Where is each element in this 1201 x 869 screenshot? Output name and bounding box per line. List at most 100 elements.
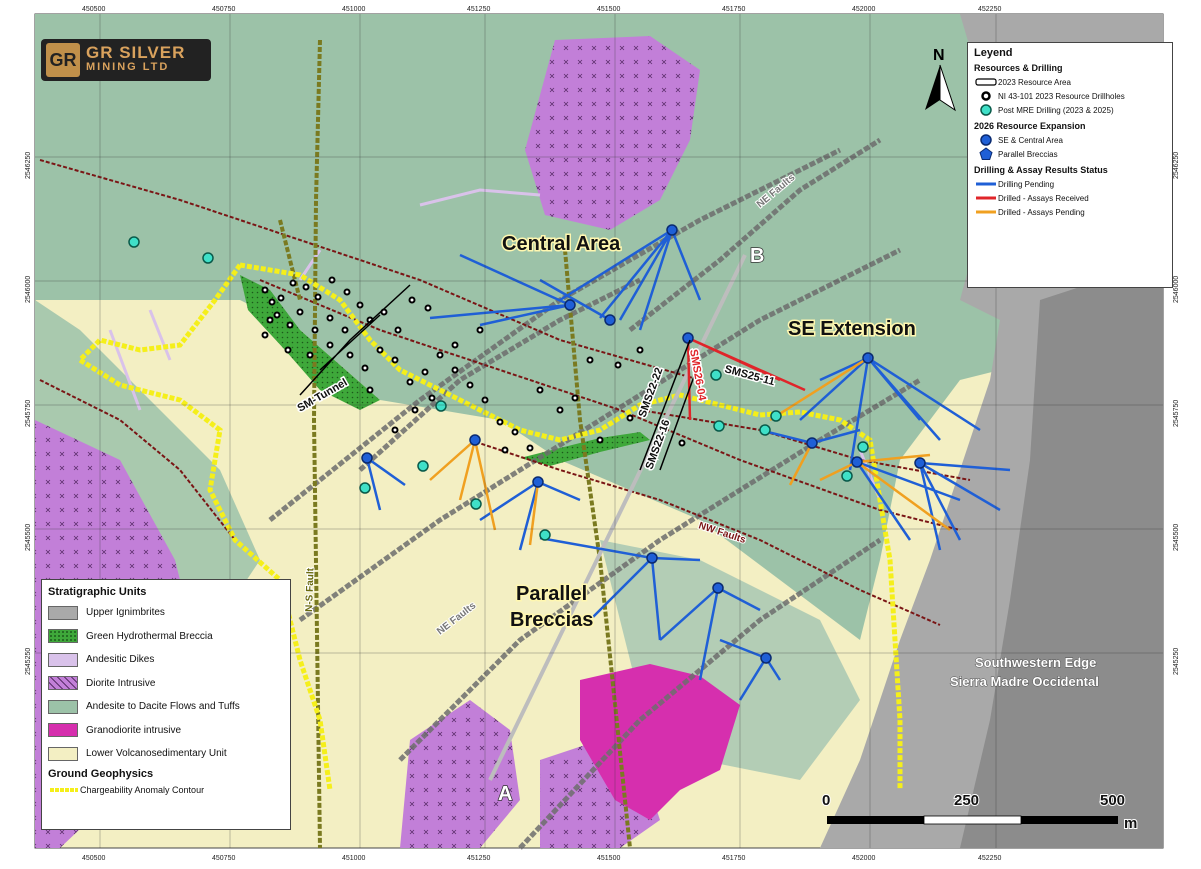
easting-label-bottom: 451250 [467, 855, 490, 862]
easting-label-top: 450750 [212, 6, 235, 13]
easting-label-bottom: 451000 [342, 855, 365, 862]
strat-unit-swatch [48, 699, 78, 714]
legend-item-chargeability: Chargeability Anomaly Contour [50, 784, 205, 795]
easting-label-bottom: 450500 [82, 855, 105, 862]
logo-mark: GR [46, 43, 80, 77]
label-section-b: B [750, 245, 764, 267]
easting-label-top: 452000 [852, 6, 875, 13]
easting-label-top: 451500 [597, 6, 620, 13]
strat-unit-label: Andesitic Dikes [86, 654, 155, 666]
scale-label-500: 500 [1100, 792, 1125, 809]
scale-label-0: 0 [822, 792, 830, 809]
legend-item-resource-area: 2023 Resource Area [974, 75, 1166, 89]
northing-label-left: 2545500 [25, 524, 32, 551]
geophysics-title: Ground Geophysics [48, 767, 154, 780]
strat-unit-row: Upper Ignimbrites [48, 601, 284, 625]
easting-label-top: 451250 [467, 6, 490, 13]
legend-item-se-central: SE & Central Area [974, 133, 1166, 147]
northing-label-left: 2546000 [25, 276, 32, 303]
section-line-ab [488, 254, 747, 781]
legend-item-drilling-pending: Drilling Pending [976, 179, 1055, 189]
strat-unit-label: Upper Ignimbrites [86, 607, 165, 619]
logo-line2: MINING LTD [86, 61, 170, 73]
label-section-a: A [498, 783, 512, 805]
strat-unit-row: Green Hydrothermal Breccia [48, 625, 284, 649]
strat-unit-swatch [48, 605, 78, 620]
easting-label-top: 450500 [82, 6, 105, 13]
unit-andesitic-dikes [108, 188, 882, 501]
chargeability-contour [76, 262, 903, 791]
unit-green-breccia [240, 275, 380, 410]
label-breccias: Breccias [510, 609, 593, 631]
strat-unit-swatch [48, 629, 78, 644]
strat-unit-row: Granodiorite intrusive [48, 719, 284, 743]
strat-unit-swatch [48, 676, 78, 691]
nw-faults [39, 159, 971, 626]
strat-unit-label: Diorite Intrusive [86, 677, 156, 689]
legend-title: Leyend [974, 47, 1013, 59]
legend-section-expansion: 2026 Resource Expansion [974, 121, 1086, 131]
easting-label-top: 452250 [978, 6, 1001, 13]
strat-unit-swatch [48, 723, 78, 738]
northing-label-right: 2546000 [1173, 276, 1180, 303]
post-mre-drillholes [128, 236, 869, 541]
northing-label-right: 2545750 [1173, 400, 1180, 427]
easting-label-bottom: 451750 [722, 855, 745, 862]
easting-label-bottom: 452250 [978, 855, 1001, 862]
label-central-area: Central Area [502, 233, 621, 255]
unit-upper-ignimbrites-dark [960, 260, 1163, 848]
unit-granodiorite [580, 664, 740, 820]
easting-label-bottom: 450750 [212, 855, 235, 862]
strat-legend-title: Stratigraphic Units [48, 586, 147, 598]
label-sw-edge-2: Sierra Madre Occidental [950, 674, 1099, 689]
northing-label-left: 2546250 [25, 152, 32, 179]
legend-item-ni-drillholes: NI 43-101 2023 Resource Drillholes [974, 89, 1166, 103]
northing-label-right: 2546250 [1173, 152, 1180, 179]
scale-bar: 0 250 500 m [821, 791, 1138, 833]
north-arrow-icon: N [925, 47, 956, 112]
easting-label-top: 451750 [722, 6, 745, 13]
unit-diorite-north [525, 36, 700, 230]
strat-unit-row: Andesitic Dikes [48, 648, 284, 672]
northing-label-left: 2545750 [25, 400, 32, 427]
legend-section-status: Drilling & Assay Results Status [974, 165, 1108, 175]
company-logo: GR GR SILVER MINING LTD [41, 39, 211, 81]
legend-item-parallel-breccias: Parallel Breccias [974, 147, 1166, 161]
strat-unit-swatch [48, 652, 78, 667]
strat-unit-label: Lower Volcanosedimentary Unit [86, 748, 227, 760]
legend-section-resources: Resources & Drilling [974, 63, 1063, 73]
easting-label-bottom: 451500 [597, 855, 620, 862]
label-se-extension: SE Extension [788, 318, 916, 340]
north-label: N [933, 47, 945, 64]
drill-traces-received [686, 336, 806, 421]
drill-traces-assays-pending [429, 356, 951, 546]
northing-label-right: 2545500 [1173, 524, 1180, 551]
legend-item-post-mre: Post MRE Drilling (2023 & 2025) [974, 103, 1166, 117]
legend-item-assays-received: Drilled - Assays Received [976, 193, 1089, 203]
drill-traces-pending [365, 228, 1011, 701]
unit-diorite-south [400, 700, 520, 848]
northing-label-left: 2545250 [25, 648, 32, 675]
northing-label-right: 2545250 [1173, 648, 1180, 675]
legend-drilling: Leyend Resources & Drilling 2023 Resourc… [967, 42, 1173, 288]
scale-unit: m [1124, 815, 1137, 832]
expansion-collars [361, 224, 926, 664]
logo-name: GR SILVER MINING LTD [86, 43, 186, 75]
logo-line1: GR SILVER [86, 43, 186, 62]
label-parallel: Parallel [516, 583, 587, 605]
strat-unit-row: Andesite to Dacite Flows and Tuffs [48, 695, 284, 719]
strat-unit-label: Andesite to Dacite Flows and Tuffs [86, 701, 240, 713]
label-ns-fault: N-S Fault [304, 567, 317, 612]
strat-unit-label: Granodiorite intrusive [86, 724, 182, 736]
strat-unit-row: Diorite Intrusive [48, 672, 284, 696]
easting-label-top: 451000 [342, 6, 365, 13]
strat-unit-row: Lower Volcanosedimentary Unit [48, 742, 284, 766]
label-sw-edge-1: Southwestern Edge [975, 655, 1096, 670]
scale-label-250: 250 [954, 792, 979, 809]
strat-unit-swatch [48, 746, 78, 761]
strat-unit-label: Green Hydrothermal Breccia [86, 630, 213, 642]
legend-item-assays-pending: Drilled - Assays Pending [976, 207, 1085, 217]
